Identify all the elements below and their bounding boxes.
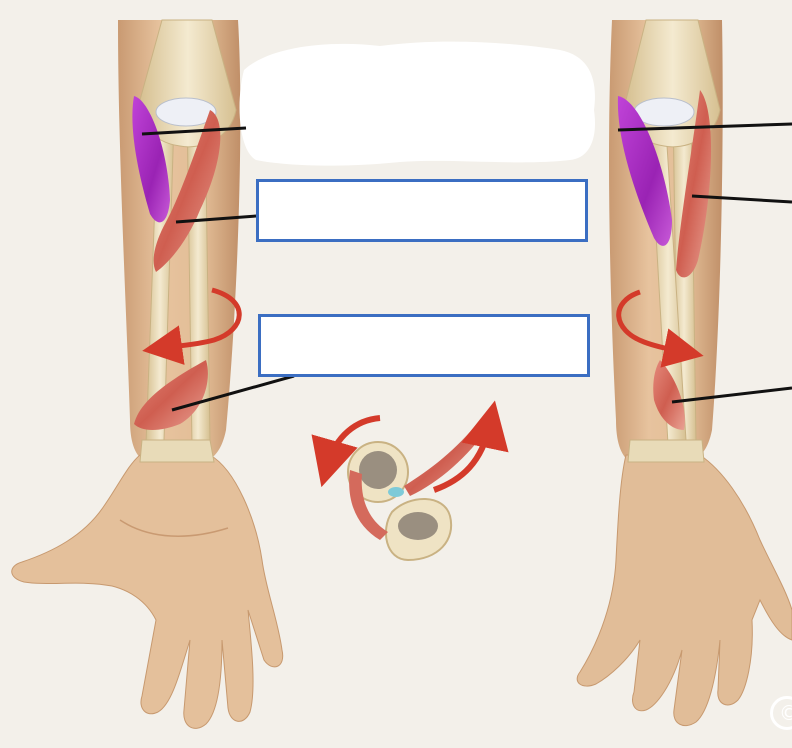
leader-line-upper-left xyxy=(141,126,247,136)
left-palm-crease xyxy=(119,519,229,537)
right-hand-skin xyxy=(576,454,792,726)
right-rotation-arrow xyxy=(616,289,704,368)
inset-left-arrow xyxy=(311,415,381,488)
left-carpal-bones xyxy=(139,439,215,463)
ulna-marrow xyxy=(398,512,438,540)
label-box-upper[interactable] xyxy=(256,179,588,242)
leader-line-mid-left xyxy=(175,214,257,224)
right-carpal-bones xyxy=(627,439,705,463)
inset-right-arrow xyxy=(432,400,509,493)
right-pronator-quadratus-muscle xyxy=(653,360,685,430)
left-pronator-quadratus-muscle xyxy=(134,360,208,430)
interosseous-ligament xyxy=(388,487,404,497)
right-elbow-cartilage xyxy=(633,97,695,127)
radius-marrow xyxy=(359,451,397,489)
leader-line-lower-right xyxy=(671,386,792,404)
left-rotation-arrow xyxy=(142,287,242,365)
left-hand-skin xyxy=(11,454,284,729)
left-pronator-teres-highlight xyxy=(132,96,170,223)
redaction-scribble xyxy=(239,41,596,166)
right-supinator-muscle xyxy=(676,90,712,278)
leader-line-mid-right xyxy=(691,194,792,204)
right-pronator-teres-highlight xyxy=(617,96,672,246)
cross-section-inset xyxy=(311,400,509,562)
left-elbow-cartilage xyxy=(155,97,217,127)
leader-lines xyxy=(141,122,792,412)
leader-line-lower-left xyxy=(171,374,295,412)
label-box-lower[interactable] xyxy=(258,314,590,377)
copyright-icon: © xyxy=(770,696,792,730)
right-arm xyxy=(576,19,792,726)
inset-muscle-band xyxy=(349,470,388,540)
leader-line-upper-right xyxy=(617,122,792,132)
left-supinator-muscle xyxy=(153,110,221,272)
